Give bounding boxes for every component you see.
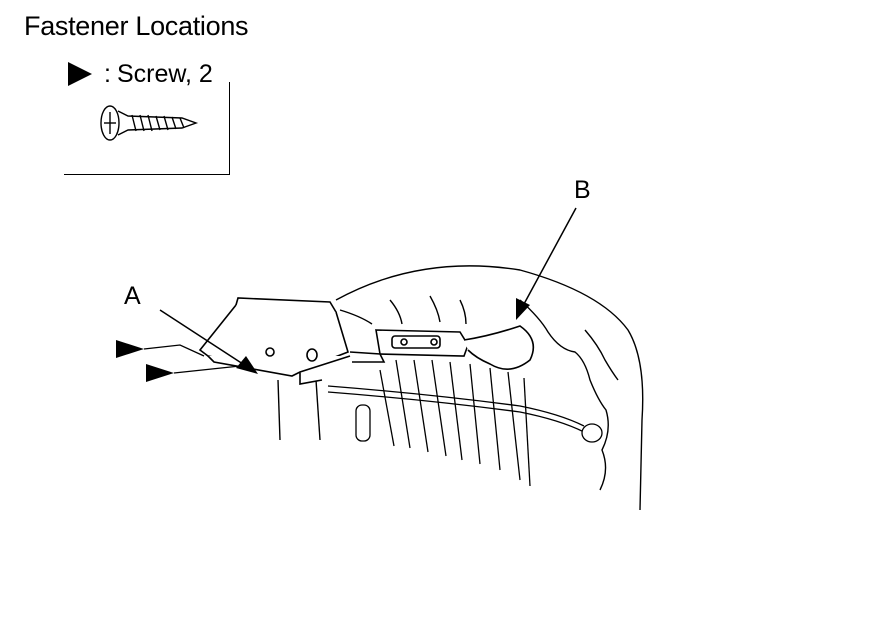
seat-frame: [327, 359, 603, 487]
screw-arrow-upper: [116, 340, 205, 358]
screw-marker-icon: [66, 60, 94, 88]
legend-frame: [64, 82, 230, 175]
screw-arrow-lower: [146, 364, 241, 382]
page-title: Fastener Locations: [24, 11, 249, 41]
screw-icon: [100, 105, 199, 141]
legend-colon: :: [104, 59, 111, 88]
leader-line-b: [516, 207, 577, 320]
bracket-b: [349, 325, 535, 370]
callout-a: A: [124, 282, 141, 310]
legend-entry: : Screw, 2: [66, 58, 213, 90]
seat-back: [277, 265, 644, 511]
callout-b: B: [574, 176, 591, 204]
legend-label: Screw, 2: [116, 59, 213, 88]
cover-a: [198, 297, 351, 385]
leader-line-a: [159, 309, 258, 374]
